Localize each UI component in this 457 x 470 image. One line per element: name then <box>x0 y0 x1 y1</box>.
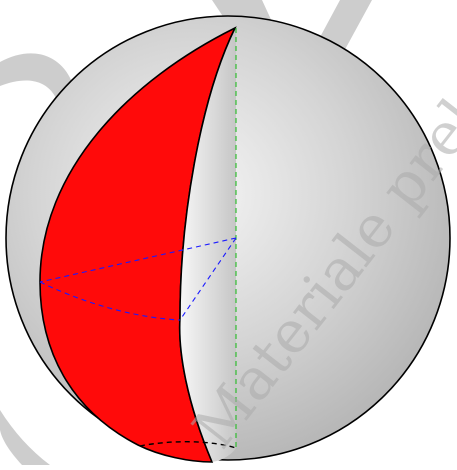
watermark-arc-bottom-left <box>0 410 50 465</box>
radius-front <box>179 237 237 321</box>
bottom-hidden-arc <box>139 441 237 449</box>
wedge-edge <box>178 27 236 463</box>
hidden-lines <box>39 237 237 321</box>
watermark-arc-left <box>0 53 79 128</box>
equator-arc <box>39 281 181 321</box>
radius-left <box>39 237 237 283</box>
wedge-face-inner <box>179 28 236 462</box>
